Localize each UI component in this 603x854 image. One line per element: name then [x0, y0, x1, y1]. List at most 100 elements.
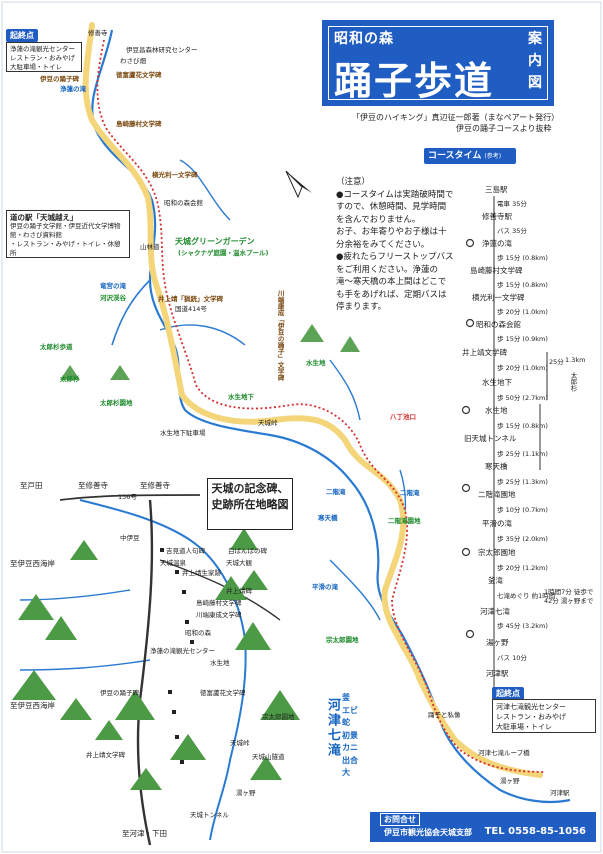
end-terminal-box: 河津七滝観光センター レストラン・おみやげ 大駐車場・トイレ	[492, 699, 596, 733]
timeline-segment: 七滝めぐり 約1時間	[497, 592, 556, 600]
start-terminal-box: 浄蓮の滝観光センター レストラン・おみやげ 大駐車場・トイレ	[6, 42, 82, 72]
timeline-bracket-label: 25分	[549, 358, 564, 366]
falls-item: 初景	[342, 730, 358, 740]
timeline-lines	[493, 196, 548, 688]
monument-item: 吉見道人句碑	[166, 547, 205, 555]
timeline-segment: バス 35分	[497, 227, 527, 235]
map-label: 竜宮の滝	[100, 282, 126, 290]
map-label: 寒天橋	[318, 514, 338, 522]
monument-item: 天城大観	[226, 559, 252, 567]
michi-no-eki-detail2: ・レストラン・みやげ・トイレ・休憩所	[10, 240, 121, 257]
monument-item: 島崎藤村文学碑	[196, 599, 242, 607]
map-label: 二階滝	[326, 488, 346, 496]
timeline-station: 浄蓮の滝	[482, 239, 512, 248]
side-river-6	[329, 559, 381, 621]
map-label: 浄蓮の滝	[60, 85, 86, 93]
monument-map	[12, 494, 300, 846]
timeline-station: 三島駅	[485, 185, 508, 194]
monument-item: 天城山隧道	[252, 753, 285, 761]
notes-item: ●疲れたらフリーストップバスをご利用ください。浄蓮の滝〜寒天橋の本上間はどこでも…	[336, 252, 454, 312]
map-label: 水生地下駐車場	[160, 429, 206, 437]
map-label: 天城峠	[258, 419, 278, 427]
course-time-note: (参考)	[484, 153, 502, 160]
map-label: 国道414号	[175, 305, 207, 313]
monument-item: 中伊豆	[120, 534, 140, 542]
direction-label: 至戸田	[20, 481, 43, 490]
timeline-station: 平滑の滝	[482, 519, 512, 528]
end-terminal-name: 河津七滝観光センター	[496, 703, 566, 711]
side-river-2	[111, 279, 151, 346]
source-excerpt: 伊豆の踊子コースより抜粋	[456, 124, 552, 133]
monument-item: 宗太郎園地	[262, 713, 295, 721]
side-river-1	[179, 159, 231, 221]
map-label: 二階滝	[400, 489, 420, 497]
timeline-pins	[461, 238, 475, 639]
direction-label: 至修善寺	[78, 481, 108, 490]
guide-map-label: 案内図	[528, 31, 542, 91]
timeline-station: 寒天橋	[485, 462, 508, 471]
monument-item: 川端康成文学碑	[196, 611, 242, 619]
end-terminal-badge: 起終点	[492, 687, 524, 700]
timeline-segment: 歩 15分 (0.8km)	[497, 254, 548, 262]
map-label: 天城グリーンガーデン	[175, 237, 255, 246]
course-time-badge: コースタイム(参考)	[424, 148, 516, 164]
notes-item: お子、お年寄りやお子様は十分余裕をみてください。	[336, 227, 447, 250]
contact-phone: TEL 0558-85-1056	[484, 826, 586, 837]
timeline-station: 昭和の森会館	[476, 320, 521, 329]
timeline-station: 水生地	[485, 406, 508, 415]
map-label: 伊豆昌森林研究センター	[126, 46, 198, 54]
timeline-segment: 歩 10分 (0.7km)	[497, 506, 548, 514]
north-arrow-icon	[285, 170, 312, 199]
timeline-segment: 歩 15分 (0.9km)	[497, 335, 548, 343]
timeline-segment: 歩 25分 (1.3km)	[497, 478, 548, 486]
timeline-bracket-label: 1.3km	[565, 356, 586, 364]
monument-item: 湯ヶ野	[236, 789, 256, 797]
timeline-segment: 歩 50分 (2.7km)	[497, 394, 548, 402]
map-label: 横光利一文学碑	[152, 171, 198, 179]
map-label: 踊子と私像	[428, 711, 461, 719]
monument-item: 伊豆の踊子碑	[100, 689, 139, 697]
map-label: 井上靖「猟銃」文学碑	[158, 295, 223, 303]
map-label: 河津駅	[550, 789, 570, 797]
timeline-station: 二階滝園地	[478, 490, 516, 499]
start-terminal-name: 浄蓮の滝観光センター	[10, 45, 75, 53]
monument-item: 天城温泉	[160, 559, 186, 567]
title-inner-frame	[328, 26, 548, 100]
map-label: 河津七滝ループ橋	[478, 749, 530, 757]
falls-item: エビ	[342, 705, 358, 715]
hiking-trail	[96, 39, 546, 773]
notes-item: ●コースタイムは実踏破時間ですので、休憩時間、見学時間を含んでおりません。	[336, 189, 454, 225]
timeline-station: 島崎藤村文学碑	[470, 266, 523, 275]
title-panel: 昭和の森 踊子歩道 案内図	[322, 20, 554, 106]
timeline-station: 水生地下	[482, 378, 512, 387]
contact-bar: お問合せ 伊豆市観光協会天城支部 TEL 0558-85-1056	[370, 812, 596, 842]
map-label: 二階滝園地	[388, 517, 421, 525]
timeline-station: 横光利一文学碑	[472, 293, 525, 302]
map-label: 太郎杉	[60, 375, 80, 383]
timeline-segment: 電車 35分	[497, 200, 527, 208]
timeline-station: 河津七滝	[480, 607, 510, 616]
timeline-segment: 歩 15分 (0.8km)	[497, 422, 548, 430]
monument-map-title: 天城の記念碑、史跡所在地略図	[207, 478, 293, 530]
map-label: 湯ヶ野	[500, 777, 520, 785]
timeline-station: 宗太郎園地	[478, 548, 516, 557]
falls-item: 蛇	[342, 718, 350, 727]
falls-item: カニ	[342, 743, 358, 752]
source-citation: 「伊豆のハイキング」真辺征一郎著（まなぺアート発行）	[352, 113, 560, 122]
direction-label: 至河津・下田	[122, 829, 167, 838]
timeline-station: 釜滝	[488, 576, 503, 585]
monument-item: 天城峠	[230, 739, 250, 747]
map-label: 川端康成「伊豆の踊子」文学碑	[276, 290, 285, 381]
monument-item: 井上靖生家跡	[182, 569, 221, 577]
start-terminal-sub: レストラン・おみやげ	[10, 54, 75, 62]
timeline-station: 河津駅	[486, 669, 509, 678]
north-mountains	[60, 324, 360, 380]
monument-item: 浄蓮の滝観光センター	[150, 647, 215, 655]
side-river-4	[329, 359, 361, 421]
timeline-side-note: 1時間7分 徒歩で42分 湯ヶ野まで	[544, 588, 594, 605]
direction-label: 至伊豆西海岸	[10, 701, 55, 710]
timeline-bracket-label: 太郎杉	[569, 372, 577, 392]
road-414	[82, 22, 543, 778]
end-terminal-sub: レストラン・おみやげ	[496, 713, 566, 721]
